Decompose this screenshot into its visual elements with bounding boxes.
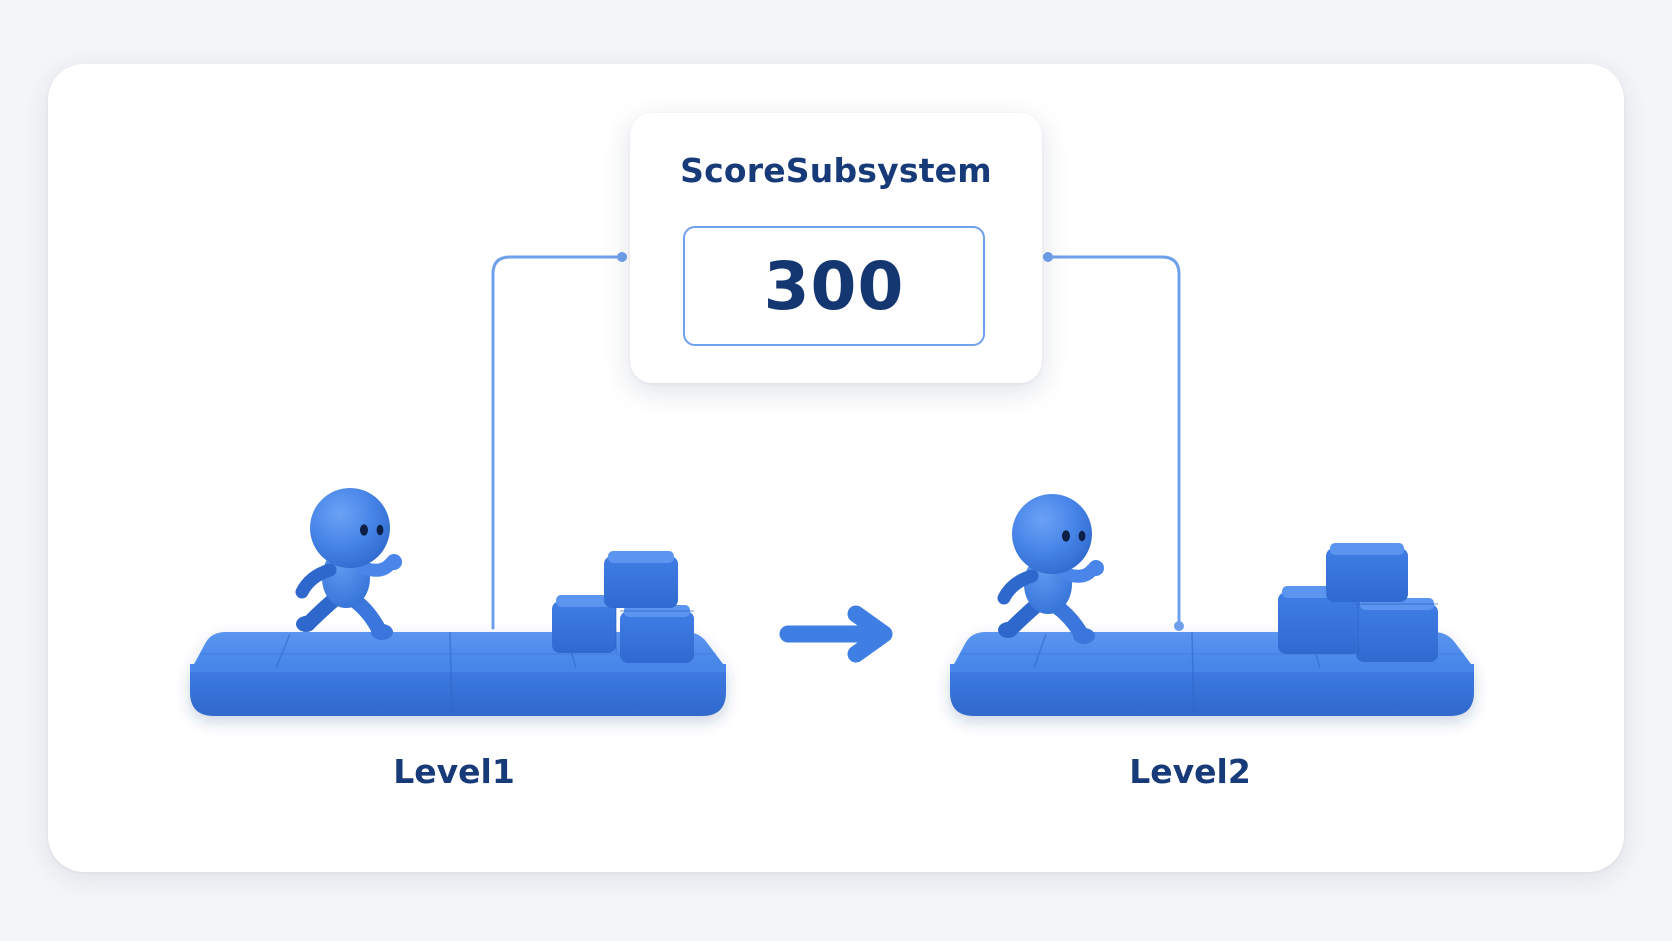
level2-character-icon <box>997 494 1104 644</box>
level1-label: Level1 <box>393 752 515 791</box>
level1-blocks <box>552 551 694 663</box>
connector-left-dot <box>617 252 627 262</box>
connector-right <box>1046 255 1181 628</box>
connector-left <box>491 255 624 630</box>
connector-right-dot <box>1043 252 1053 262</box>
arrow-right-icon <box>779 605 893 663</box>
connector-right-end-dot <box>1174 621 1184 631</box>
subsystem-title: ScoreSubsystem <box>680 151 992 190</box>
score-subsystem-panel: ScoreSubsystem 300 <box>630 113 1042 383</box>
stacked-blocks-icon <box>1278 543 1438 662</box>
score-display: 300 <box>683 226 985 346</box>
score-value: 300 <box>763 247 905 325</box>
running-character-icon <box>295 488 402 640</box>
level2-label: Level2 <box>1129 752 1251 791</box>
